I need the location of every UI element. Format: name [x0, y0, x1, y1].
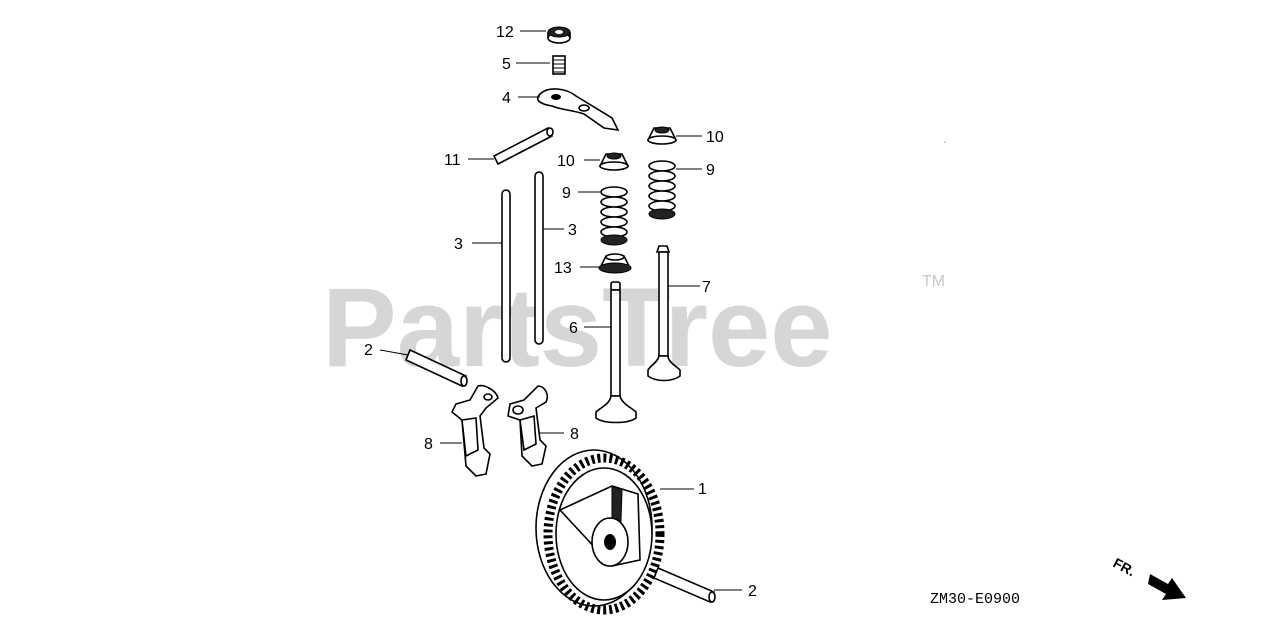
part-valve-intake[interactable]	[595, 281, 637, 424]
callout-12: 12	[496, 24, 514, 41]
direction-label: FR.	[1111, 555, 1138, 580]
part-shaft-upper[interactable]	[404, 348, 468, 388]
direction-marker: FR.	[1111, 555, 1186, 600]
part-lifter-right[interactable]	[507, 385, 549, 467]
part-spring-right[interactable]	[648, 160, 676, 220]
callout-9-right: 9	[706, 162, 715, 179]
part-push-rod-right[interactable]	[534, 171, 544, 345]
part-pin[interactable]	[492, 126, 554, 166]
part-retainer-left[interactable]	[598, 152, 630, 171]
callout-10-left: 10	[557, 153, 575, 170]
direction-arrow-icon	[1148, 574, 1186, 600]
part-valve-exhaust[interactable]	[647, 245, 681, 382]
callout-7: 7	[702, 279, 711, 296]
callout-2-lower: 2	[748, 583, 757, 600]
watermark-trademark: TM	[922, 273, 945, 290]
part-retainer-right[interactable]	[646, 126, 678, 145]
callout-10-right: 10	[706, 129, 724, 146]
callout-1: 1	[698, 481, 707, 498]
part-push-rod-left[interactable]	[501, 189, 511, 363]
callout-13: 13	[554, 260, 572, 277]
callout-2-upper: 2	[364, 342, 373, 359]
diagram-code: ZM30-E0900	[930, 591, 1020, 608]
callout-4: 4	[502, 90, 511, 107]
watermark-brand: PartsTree	[322, 265, 833, 390]
part-rocker-arm[interactable]	[536, 88, 620, 132]
part-camshaft-gear[interactable]	[535, 449, 665, 615]
callout-8-left: 8	[424, 436, 433, 453]
part-stem-seal[interactable]	[598, 253, 632, 274]
callout-11: 11	[444, 152, 461, 169]
part-adjuster[interactable]	[552, 55, 566, 75]
callout-5: 5	[502, 56, 511, 73]
part-spring-left[interactable]	[600, 186, 628, 246]
part-nut[interactable]	[547, 26, 571, 44]
callout-6: 6	[569, 320, 578, 337]
callout-3-right: 3	[568, 222, 577, 239]
callout-8-right: 8	[570, 426, 579, 443]
part-shaft-lower[interactable]	[652, 566, 716, 604]
callout-9-left: 9	[562, 185, 571, 202]
part-lifter-left[interactable]	[450, 384, 499, 477]
callout-3-left: 3	[454, 236, 463, 253]
